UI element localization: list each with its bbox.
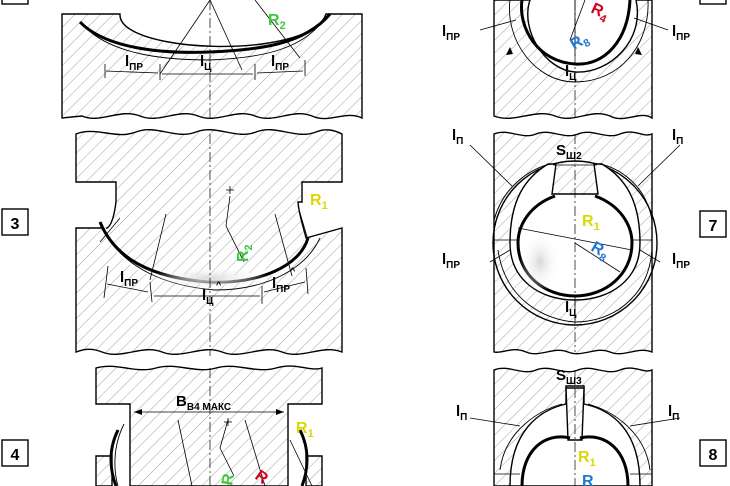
hat-mark: ^ bbox=[216, 280, 222, 290]
label-l-pr: lПР bbox=[272, 275, 290, 295]
label-l-p: lП bbox=[456, 403, 467, 423]
label-s-sh3: SШ3 bbox=[556, 367, 582, 387]
label-s-sh2: SШ2 bbox=[556, 142, 582, 162]
stage-box-2 bbox=[1, 0, 29, 5]
stage-box-3 bbox=[1, 208, 29, 236]
label-l-c: lЦ bbox=[565, 299, 577, 319]
label-r2: R2 bbox=[268, 12, 286, 32]
label-l-pr: lПР bbox=[271, 53, 289, 73]
label-l-p: lП bbox=[668, 403, 679, 423]
stage-number-3: 3 bbox=[11, 216, 20, 233]
label-r1: R1 bbox=[310, 192, 328, 212]
label-l-pr: lПР bbox=[672, 23, 690, 43]
panel-stage-4-left bbox=[95, 365, 323, 486]
label-l-p: lП bbox=[672, 127, 683, 147]
label-l-pr: lПР bbox=[120, 269, 138, 289]
label-r1: R1 bbox=[582, 213, 600, 233]
label-r2: R2 bbox=[235, 244, 255, 262]
label-r2: R bbox=[219, 472, 238, 486]
stage-number-7: 7 bbox=[709, 218, 718, 235]
label-b-max: BB4 МАКС bbox=[176, 393, 231, 413]
label-r1: R1 bbox=[578, 449, 596, 469]
label-r8: R bbox=[582, 473, 594, 486]
panel-stage-2-left bbox=[61, 0, 363, 120]
panel-stage-6-right bbox=[479, 0, 669, 120]
hat-mark: ^ bbox=[290, 266, 296, 276]
stage-box-7 bbox=[699, 210, 727, 238]
stage-number-4: 4 bbox=[11, 447, 20, 464]
stage-box-6 bbox=[699, 0, 727, 5]
stage-box-8 bbox=[699, 439, 727, 467]
panel-stage-3-left bbox=[75, 128, 343, 356]
stage-box-4 bbox=[1, 439, 29, 467]
label-l-pr: lПР bbox=[125, 53, 143, 73]
panel-stage-8-right bbox=[469, 367, 681, 486]
label-l-p: lП bbox=[452, 127, 463, 147]
label-r8: R8 bbox=[568, 30, 593, 56]
stage-number-8: 8 bbox=[709, 447, 718, 464]
label-l-c: lЦ bbox=[200, 53, 212, 73]
label-l-pr: lПР bbox=[672, 251, 690, 271]
label-r4: R4 bbox=[587, 0, 612, 26]
label-l-c: lЦ bbox=[565, 63, 577, 83]
label-l-pr: lПР bbox=[442, 23, 460, 43]
label-l-c: lЦ bbox=[202, 287, 214, 307]
panel-stage-7-right bbox=[469, 131, 681, 355]
label-r1: R1 bbox=[296, 420, 314, 440]
label-r8: R8 bbox=[587, 239, 612, 265]
label-l-pr: lПР bbox=[442, 251, 460, 271]
